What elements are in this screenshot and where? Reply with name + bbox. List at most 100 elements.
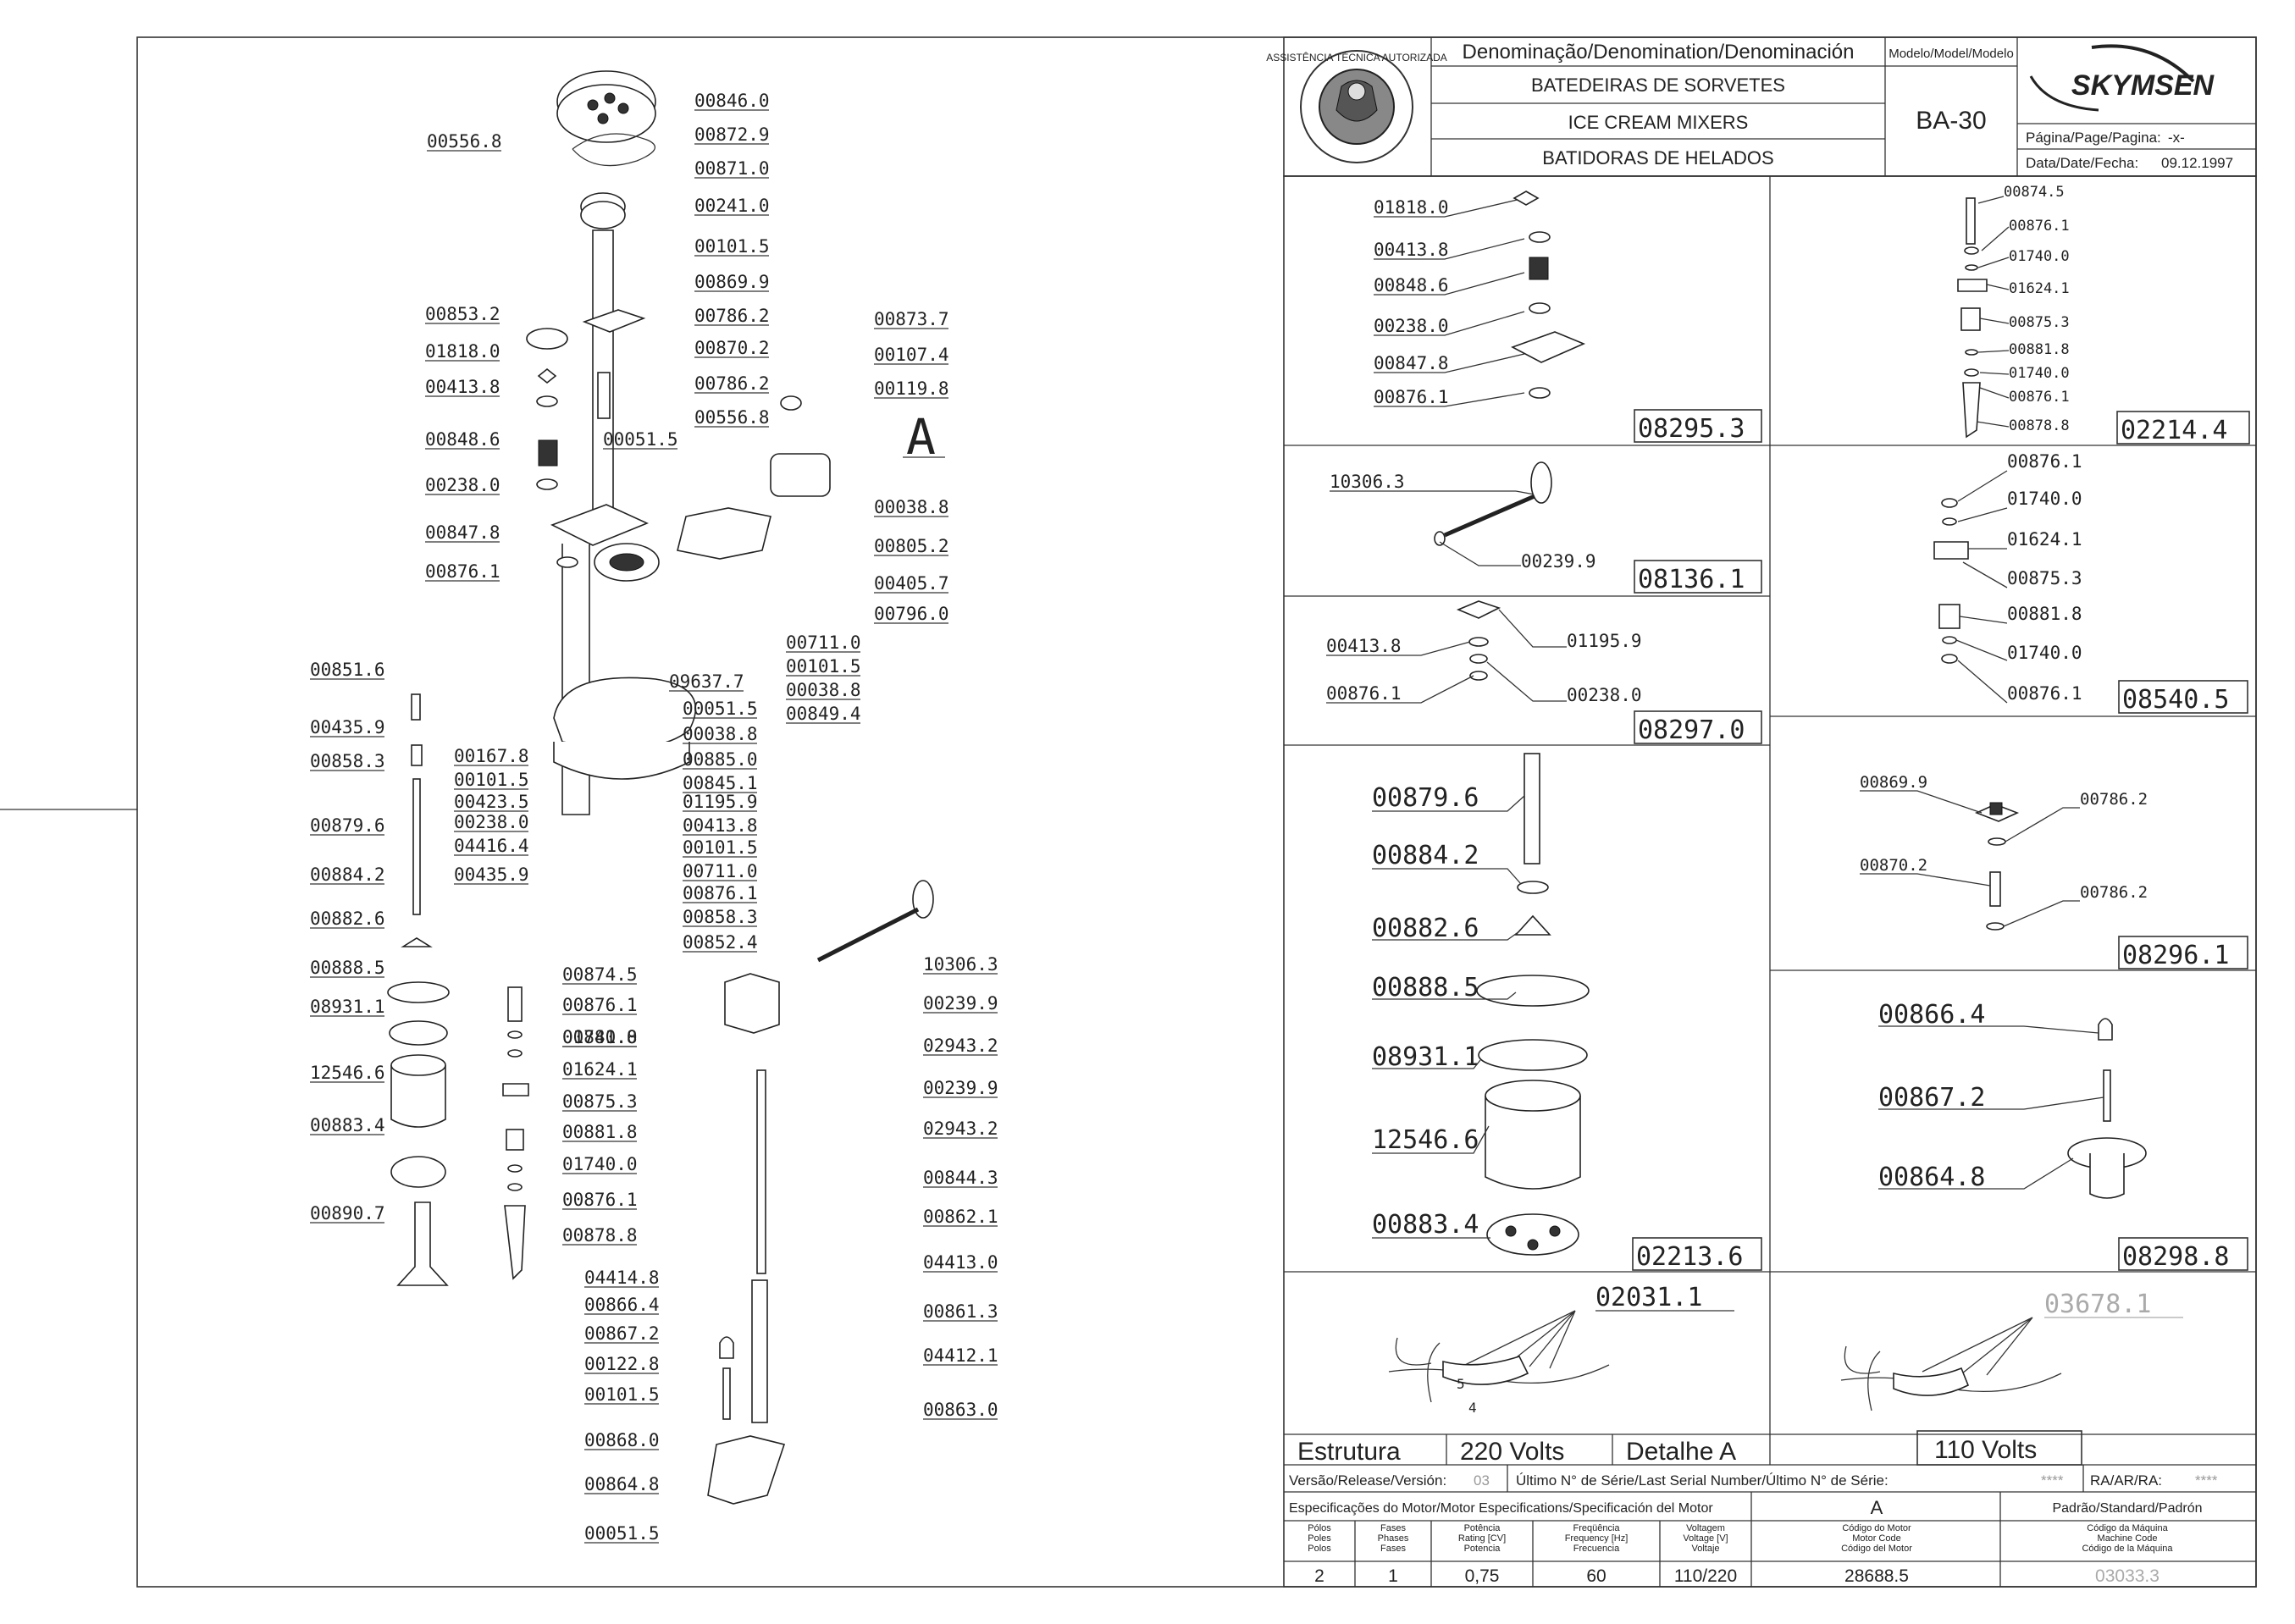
- part-label: 01818.0: [425, 341, 500, 362]
- motor-spec-table: Especificações do Motor/Motor Especifica…: [1289, 1492, 2203, 1587]
- part-label: 00883.4: [1372, 1210, 1479, 1240]
- part-label: 01818.0: [1374, 197, 1449, 218]
- part-label: 00873.7: [874, 309, 949, 329]
- part-label: 00051.5: [683, 699, 758, 719]
- motor-value: 28688.5: [1844, 1566, 1909, 1586]
- part-label: 00869.9: [1860, 773, 1927, 792]
- part-label: 00867.2: [1878, 1083, 1985, 1113]
- part-label: 00862.1: [923, 1207, 998, 1227]
- part-label: 00881.8: [562, 1027, 638, 1047]
- part-label: 00875.3: [2009, 314, 2070, 331]
- part-label: 04412.1: [923, 1345, 998, 1366]
- motor-column-header: Voltaje: [1691, 1544, 1719, 1554]
- part-label: 00874.5: [562, 964, 638, 985]
- part-label: 09637.7: [669, 671, 744, 692]
- motor-value: 0,75: [1465, 1566, 1500, 1586]
- part-label: 00119.8: [874, 378, 949, 399]
- part-label: 00851.6: [310, 660, 385, 680]
- motor-column-header: Fases: [1380, 1523, 1406, 1533]
- motor-column-header: Código de la Máquina: [2082, 1544, 2173, 1554]
- part-label: 00876.1: [2009, 389, 2070, 406]
- part-label: 00868.0: [584, 1430, 660, 1450]
- authorized-service-seal: ASSISTÊNCIA TÉCNICA AUTORIZADA: [1266, 50, 1447, 163]
- part-label: 00864.8: [1878, 1163, 1985, 1192]
- part-label: 10306.3: [1330, 472, 1405, 492]
- part-label: 00786.2: [694, 306, 770, 326]
- panel-02213-6: 00879.6 00884.2 00882.6 00888.5 08931.1 …: [1372, 753, 1762, 1272]
- part-label: 00864.8: [584, 1474, 660, 1494]
- panel-08136-1: 10306.3 00239.9 08136.1: [1330, 461, 1762, 594]
- part-label: 00786.2: [694, 373, 770, 394]
- wiring-code: 02031.1: [1595, 1283, 1702, 1312]
- part-label: 01740.0: [562, 1154, 638, 1174]
- part-label: 00866.4: [1878, 1000, 1985, 1030]
- part-label: 00876.1: [2007, 683, 2082, 704]
- part-label: 00711.0: [786, 632, 861, 653]
- part-label: 00238.0: [1374, 316, 1449, 336]
- part-label: 00884.2: [310, 864, 385, 885]
- motor-header: Especificações do Motor/Motor Especifica…: [1289, 1501, 1713, 1516]
- motor-column-header: Poles: [1308, 1533, 1331, 1544]
- part-label: 00872.9: [694, 124, 770, 145]
- motor-column-header: Motor Code: [1852, 1533, 1900, 1544]
- main-exploded-view: [387, 70, 934, 1505]
- part-label: 02943.2: [923, 1119, 998, 1139]
- skymsen-logo: SKYMSEN: [2029, 44, 2215, 112]
- motor-column-header: Polos: [1308, 1544, 1331, 1554]
- motor-column-header: Frequency [Hz]: [1565, 1533, 1629, 1544]
- motor-column-header: Código do Motor: [1842, 1523, 1911, 1533]
- sub-assembly-code: 08540.5: [2122, 685, 2229, 715]
- wire-number: 4: [1468, 1400, 1477, 1416]
- part-label: 00876.1: [562, 995, 638, 1015]
- part-label: 00869.9: [694, 272, 770, 292]
- part-label: 04416.4: [454, 836, 529, 856]
- wire-number: 5: [1457, 1376, 1465, 1392]
- part-label: 00863.0: [923, 1400, 998, 1420]
- part-label: 01740.0: [2007, 643, 2082, 663]
- part-label: 00038.8: [683, 724, 758, 744]
- panel-08296-1: 00869.9 00786.2 00870.2 00786.2 08296.1: [1860, 773, 2248, 970]
- model-value: BA-30: [1916, 107, 1986, 135]
- part-label: 01740.0: [2009, 365, 2070, 382]
- motor-column-header: Rating [CV]: [1458, 1533, 1506, 1544]
- part-label: 00786.2: [2080, 883, 2148, 902]
- part-label: 00847.8: [1374, 353, 1449, 373]
- part-label: 00847.8: [425, 522, 500, 543]
- part-label: 00858.3: [310, 751, 385, 771]
- part-label: 10306.3: [923, 954, 998, 975]
- model-header: Modelo/Model/Modelo: [1889, 47, 2014, 61]
- wiring-code: 03678.1: [2044, 1290, 2151, 1319]
- part-label: 00878.8: [562, 1225, 638, 1246]
- wiring-220v: 02031.1 5 4: [1388, 1283, 1734, 1416]
- part-label: 00413.8: [425, 377, 500, 397]
- part-label: 00866.4: [584, 1295, 660, 1315]
- part-label: 04414.8: [584, 1268, 660, 1288]
- part-label: 00423.5: [454, 792, 529, 812]
- panel-02214-4: 00874.5 00876.1 01740.0 01624.1 00875.3 …: [1957, 184, 2250, 445]
- serial-value: ****: [2041, 1472, 2064, 1489]
- date-value: 09.12.1997: [2161, 155, 2233, 171]
- part-label: 00875.3: [2007, 568, 2082, 588]
- ra-label: RA/AR/RA:: [2090, 1472, 2162, 1489]
- motor-column-header: Código del Motor: [1841, 1544, 1912, 1554]
- part-label: 12546.6: [310, 1063, 385, 1083]
- part-label: 00888.5: [1372, 973, 1479, 1003]
- part-label: 12546.6: [1372, 1125, 1479, 1155]
- part-label: 00101.5: [786, 656, 861, 677]
- part-label: 00796.0: [874, 604, 949, 624]
- name-es: BATIDORAS DE HELADOS: [1542, 147, 1773, 168]
- motor-column-header: Fases: [1380, 1544, 1406, 1554]
- part-label: 00888.5: [310, 958, 385, 978]
- part-label: 00238.0: [454, 812, 529, 832]
- motor-value: 110/220: [1674, 1566, 1737, 1586]
- part-label: 08931.1: [1372, 1042, 1479, 1072]
- svg-text:ASSISTÊNCIA TÉCNICA AUTORIZADA: ASSISTÊNCIA TÉCNICA AUTORIZADA: [1266, 51, 1447, 64]
- motor-column-header: Potencia: [1464, 1544, 1501, 1554]
- panel-08540-5: 00876.1 01740.0 01624.1 00875.3 00881.8 …: [1933, 451, 2248, 715]
- part-label: 00556.8: [427, 131, 502, 152]
- sub-assembly-code: 08296.1: [2122, 941, 2229, 970]
- part-label: 00879.6: [1372, 783, 1479, 813]
- part-label: 00239.9: [1521, 551, 1596, 572]
- release-row: Versão/Release/Versión: 03 Último N° de …: [1289, 1465, 2218, 1492]
